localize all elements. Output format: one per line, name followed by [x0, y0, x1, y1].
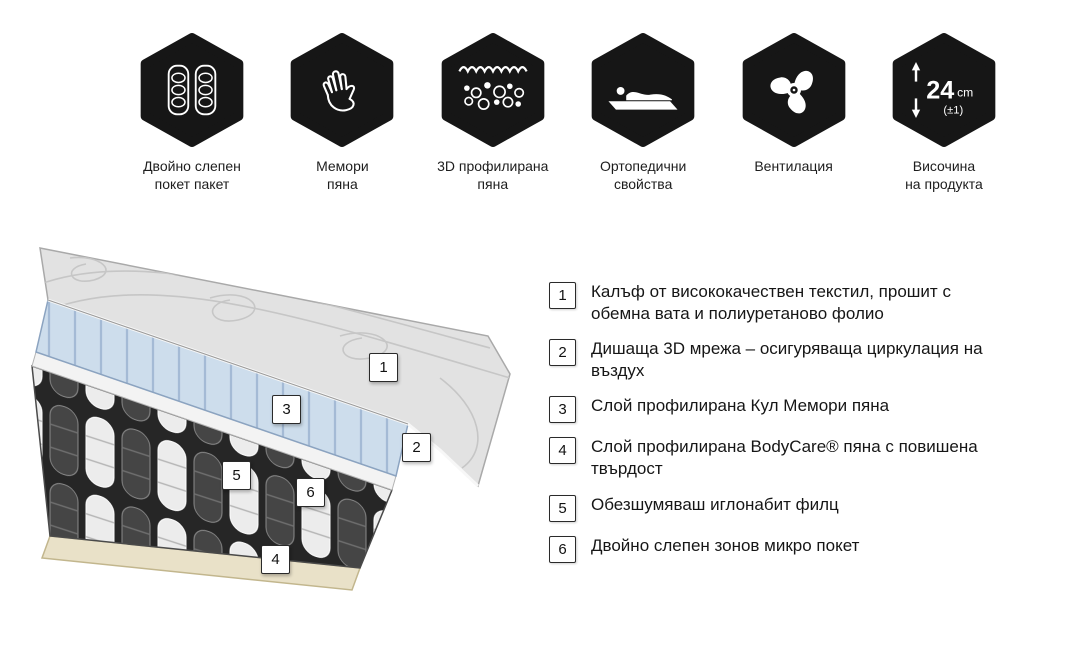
- feature-label: Двойно слепен покет пакет: [143, 158, 241, 193]
- legend-item-4: 4 Слой профилирана BodyCare® пяна с пови…: [549, 436, 1001, 480]
- features-row: Двойно слепен покет пакет Мемори пяна: [118, 30, 1018, 194]
- base-layer: [40, 535, 362, 591]
- callout-2: 2: [402, 433, 431, 462]
- legend-text: Слой профилирана Кул Мемори пяна: [591, 396, 890, 416]
- legend-number: 2: [549, 339, 576, 367]
- mattress-cutaway-illustration: [31, 247, 511, 591]
- legend-item-5: 5 Обезшумяваш иглонабит филц: [549, 494, 1001, 522]
- product-height-icon: 24 cm (±1): [892, 33, 996, 147]
- pocket-springs-icon: [140, 33, 244, 147]
- legend-item-3: 3 Слой профилирана Кул Мемори пяна: [549, 395, 1001, 424]
- legend-text: Обезшумяваш иглонабит филц: [591, 494, 839, 514]
- feature-profiled-foam: 3D профилирана пяна: [419, 30, 567, 194]
- callout-1: 1: [369, 353, 398, 382]
- orthopedic-icon: [591, 33, 695, 147]
- legend-number: 3: [549, 396, 576, 424]
- legend-text: Слой профилирана BodyCare® пяна с повише…: [591, 437, 978, 479]
- memory-foam-layer: [35, 299, 409, 477]
- legend-item-1: 1 Калъф от висококачествен текстил, прош…: [549, 281, 1001, 325]
- feature-label: Височина на продукта: [905, 158, 983, 193]
- callout-3: 3: [272, 395, 301, 424]
- legend-text: Двойно слепен зонов микро покет: [591, 535, 860, 555]
- callout-5: 5: [222, 461, 251, 490]
- feature-label: Мемори пяна: [316, 158, 369, 193]
- feature-label: Вентилация: [754, 158, 833, 174]
- legend-text: Дишаща 3D мрежа – осигуряваща циркулация…: [591, 339, 983, 381]
- ventilation-fan-icon: [742, 33, 845, 147]
- profiled-foam-icon: [441, 33, 545, 147]
- height-tolerance: (±1): [943, 104, 963, 116]
- feature-ventilation: Вентилация: [720, 30, 868, 194]
- legend-item-6: 6 Двойно слепен зонов микро покет: [549, 535, 1001, 563]
- height-value: 24: [926, 76, 954, 104]
- height-unit: cm: [957, 86, 973, 100]
- legend-item-2: 2 Дишаща 3D мрежа – осигуряваща циркулац…: [549, 338, 1001, 382]
- legend: 1 Калъф от висококачествен текстил, прош…: [549, 281, 1001, 576]
- callout-6: 6: [296, 478, 325, 507]
- legend-number: 5: [549, 494, 576, 522]
- legend-number: 4: [549, 437, 576, 465]
- feature-memory-foam: Мемори пяна: [268, 30, 416, 194]
- feature-pocket-pack: Двойно слепен покет пакет: [118, 30, 266, 194]
- legend-number: 1: [549, 282, 576, 309]
- feature-label: Ортопедични свойства: [600, 158, 687, 193]
- memory-foam-hand-icon: [291, 33, 394, 147]
- pocket-springs-layer: [31, 364, 393, 569]
- feature-orthopedic: Ортопедични свойства: [569, 30, 717, 194]
- callout-4: 4: [261, 545, 290, 574]
- feature-height: 24 cm (±1) Височина на продукта: [870, 30, 1018, 194]
- legend-text: Калъф от висококачествен текстил, прошит…: [591, 282, 951, 324]
- legend-number: 6: [549, 535, 576, 563]
- cover-layer: [39, 247, 511, 488]
- feature-label: 3D профилирана пяна: [437, 158, 549, 193]
- mesh-layer: [31, 351, 397, 491]
